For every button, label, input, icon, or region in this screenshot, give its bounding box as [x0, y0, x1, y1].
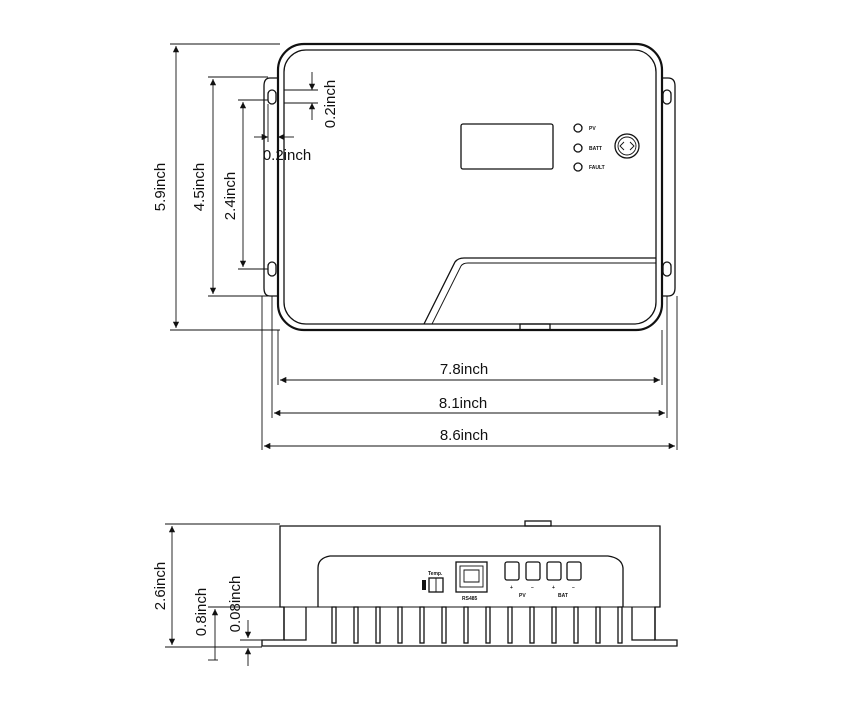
top-notch: [524, 520, 552, 527]
terminal-bat-negative: [566, 561, 582, 581]
heat-sink-fin: [573, 606, 579, 644]
dimension-side-height-base: 0.8inch: [193, 588, 210, 636]
lcd-screen: [460, 123, 554, 170]
terminal-sign: +: [510, 585, 513, 591]
led-label: BATT: [589, 146, 602, 152]
terminal-bat-positive: [546, 561, 562, 581]
dimension-side-height-total: 2.6inch: [152, 562, 169, 610]
bottom-notch: [519, 323, 551, 331]
heat-sink-fin: [551, 606, 557, 644]
foot-left: [283, 607, 307, 641]
dimension-width-mid: 8.1inch: [439, 395, 487, 412]
led-label: FAULT: [589, 165, 605, 171]
terminal-sign: +: [552, 585, 555, 591]
mounting-slot: [267, 261, 277, 277]
controller-body-inner: [283, 49, 657, 325]
terminal-pv-positive: [504, 561, 520, 581]
heat-sink-fin: [529, 606, 535, 644]
mounting-slot: [662, 261, 672, 277]
terminal-group-label: BAT: [558, 593, 568, 599]
heat-sink-fin: [375, 606, 381, 644]
dimension-width-body: 7.8inch: [440, 361, 488, 378]
heat-sink-fin: [507, 606, 513, 644]
heat-sink-fin: [419, 606, 425, 644]
led-pv-icon: [573, 123, 583, 133]
dimension-side-height-plate: 0.08inch: [227, 576, 244, 633]
left-right-arrows-icon: [619, 141, 635, 151]
control-button[interactable]: [614, 133, 640, 159]
mounting-flange-right: [659, 77, 676, 297]
heat-sink-fin: [485, 606, 491, 644]
terminal-group-label: PV: [519, 593, 526, 599]
side-view: Temp. RS485 + − + − PV BAT 2.6inch 0.8in…: [152, 520, 678, 666]
side-shell: [261, 525, 678, 647]
heat-sink-fin: [617, 606, 623, 644]
rs485-port: [455, 561, 488, 593]
terminal-sign: −: [572, 585, 575, 591]
dimension-tab-offset-vertical: 0.2inch: [322, 80, 339, 128]
front-panel: [317, 555, 624, 607]
top-view: PV BATT FAULT 5.9inch 4.5inch 2.4inch 0.…: [152, 42, 678, 450]
terminal-pv-negative: [525, 561, 541, 581]
thermometer-icon: [422, 580, 426, 590]
terminal-sign: −: [531, 585, 534, 591]
dimension-height-total: 5.9inch: [152, 163, 169, 211]
dimension-height-inner: 2.4inch: [222, 172, 239, 220]
led-label: PV: [589, 126, 596, 132]
mounting-slot: [267, 89, 277, 105]
mounting-flange: [263, 77, 279, 297]
heat-sink-fin: [595, 606, 601, 644]
heat-sink-fin: [353, 606, 359, 644]
heat-sink-fin: [441, 606, 447, 644]
temp-label: Temp.: [428, 571, 443, 577]
control-button-ring: [617, 136, 637, 156]
mounting-slot: [662, 89, 672, 105]
heat-sink-fin: [331, 606, 337, 644]
led-batt-icon: [573, 143, 583, 153]
heat-sink-fins: [331, 606, 623, 644]
terminal-cover-inner: [431, 262, 656, 325]
dimension-height-mount: 4.5inch: [191, 163, 208, 211]
foot-right: [631, 607, 656, 641]
terminal-cover: [423, 257, 656, 325]
dimension-tab-offset-horizontal: 0.2inch: [263, 147, 311, 164]
dimension-width-total: 8.6inch: [440, 427, 488, 444]
rs485-label: RS485: [462, 596, 478, 602]
led-fault-icon: [573, 162, 583, 172]
heat-sink-fin: [463, 606, 469, 644]
heat-sink-fin: [397, 606, 403, 644]
